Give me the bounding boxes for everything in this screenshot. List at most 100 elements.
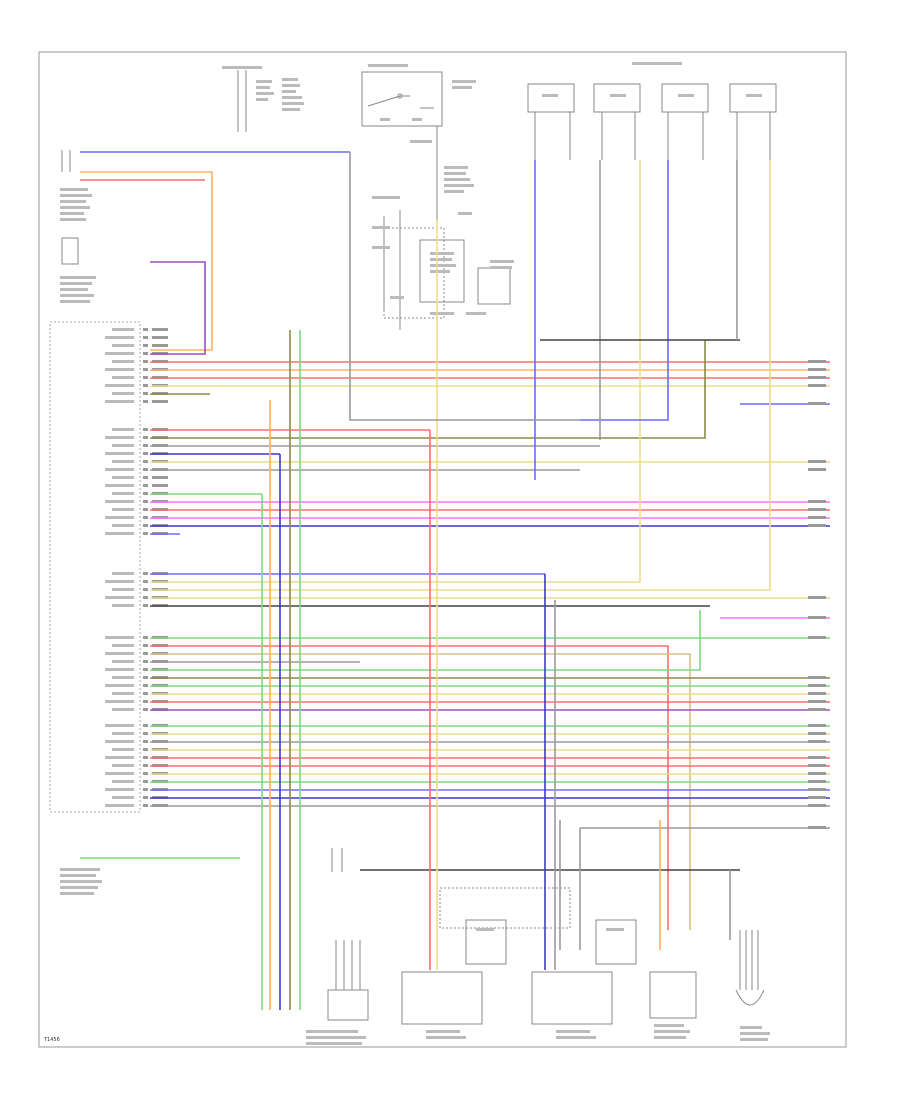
pcm-pin-label xyxy=(105,756,134,759)
pcm-connector-block xyxy=(49,321,141,813)
pcm-pin-label xyxy=(105,788,134,791)
pcm-pin-label xyxy=(112,796,134,799)
right-pin-label xyxy=(808,804,826,807)
pcm-pin-number xyxy=(143,732,148,735)
pcm-pin-label xyxy=(105,684,134,687)
relay-box-top xyxy=(361,71,443,127)
pcm-pin-label xyxy=(105,724,134,727)
pcm-pin-number xyxy=(143,740,148,743)
right-edge-pins xyxy=(808,360,826,829)
right-pin-label xyxy=(808,468,826,471)
right-pin-label xyxy=(808,368,826,371)
right-pin-label xyxy=(808,636,826,639)
pcm-pin-label xyxy=(105,652,134,655)
right-pin-label xyxy=(808,500,826,503)
pcm-pin-number xyxy=(143,724,148,727)
fuse-block-top xyxy=(237,70,247,132)
pcm-pin-number xyxy=(143,428,148,431)
pcm-pin-number xyxy=(143,588,148,591)
pcm-pin-label xyxy=(105,336,134,339)
right-pin-label xyxy=(808,772,826,775)
pcm-pin-labels xyxy=(105,328,134,807)
pcm-pin-number xyxy=(143,708,148,711)
pcm-pin-number xyxy=(143,596,148,599)
wire xyxy=(150,610,701,671)
pcm-pin-number xyxy=(143,344,148,347)
pcm-wire-color-label xyxy=(152,476,168,479)
right-pin-label xyxy=(808,692,826,695)
pcm-pin-label xyxy=(112,780,134,783)
pcm-pin-number xyxy=(143,668,148,671)
pcm-pin-number xyxy=(143,452,148,455)
right-pin-label xyxy=(808,524,826,527)
ignition-switch-labels xyxy=(372,166,514,315)
right-pin-label xyxy=(808,384,826,387)
right-pin-label xyxy=(808,708,826,711)
pcm-pin-label xyxy=(112,572,134,575)
pcm-pin-label xyxy=(105,636,134,639)
right-pin-label xyxy=(808,724,826,727)
pcm-pin-label xyxy=(105,400,134,403)
right-pin-label xyxy=(808,826,826,829)
pcm-pin-number xyxy=(143,336,148,339)
right-pin-label xyxy=(808,700,826,703)
pcm-pin-number xyxy=(143,400,148,403)
pcm-pin-label xyxy=(112,492,134,495)
fuse-block-labels xyxy=(222,66,304,111)
wire xyxy=(349,152,580,421)
pcm-pin-number xyxy=(143,484,148,487)
pcm-pin-label xyxy=(112,660,134,663)
wire xyxy=(80,171,213,351)
pcm-pin-label xyxy=(112,460,134,463)
pcm-pin-label xyxy=(112,644,134,647)
pcm-pin-number xyxy=(143,524,148,527)
ignition-switch xyxy=(383,126,511,330)
wire xyxy=(150,261,206,355)
pcm-pin-number xyxy=(143,516,148,519)
pcm-wire-color-label xyxy=(152,336,168,339)
pcm-pin-label xyxy=(105,804,134,807)
diagram-frame xyxy=(38,51,847,1048)
right-pin-label xyxy=(808,684,826,687)
pcm-pin-number xyxy=(143,368,148,371)
pcm-pin-number xyxy=(143,796,148,799)
right-pin-label xyxy=(808,596,826,599)
pcm-pin-number xyxy=(143,468,148,471)
pcm-pin-number xyxy=(143,756,148,759)
bottom-components xyxy=(327,848,765,1025)
pcm-pin-number xyxy=(143,748,148,751)
pcm-pin-label xyxy=(105,596,134,599)
right-pin-label xyxy=(808,756,826,759)
pcm-pin-label xyxy=(112,588,134,591)
pcm-pin-number xyxy=(143,444,148,447)
right-pin-label xyxy=(808,460,826,463)
right-pin-label xyxy=(808,740,826,743)
wire xyxy=(150,645,669,930)
wires xyxy=(80,151,830,1010)
pcm-pin-label xyxy=(112,444,134,447)
wire xyxy=(150,340,706,439)
pcm-pin-label xyxy=(112,732,134,735)
fuel-injector-labels xyxy=(542,62,762,97)
pcm-pin-label xyxy=(112,392,134,395)
pcm-pin-number xyxy=(143,652,148,655)
pcm-pin-number xyxy=(143,780,148,783)
relay-box-labels xyxy=(368,64,476,143)
pcm-pin-label xyxy=(105,668,134,671)
right-pin-label xyxy=(808,616,826,619)
diagram-code: T1456 xyxy=(43,1037,60,1043)
pcm-pin-number xyxy=(143,352,148,355)
pcm-pin-label xyxy=(105,452,134,455)
pcm-wire-color-label xyxy=(152,344,168,347)
pcm-pin-number xyxy=(143,572,148,575)
pcm-pin-number xyxy=(143,764,148,767)
pcm-pin-number xyxy=(143,660,148,663)
pcm-pin-number xyxy=(143,772,148,775)
wire xyxy=(150,653,691,930)
pcm-pin-label xyxy=(105,368,134,371)
wire xyxy=(580,160,669,421)
pcm-pin-number xyxy=(143,604,148,607)
right-pin-label xyxy=(808,780,826,783)
pcm-pin-number xyxy=(143,492,148,495)
